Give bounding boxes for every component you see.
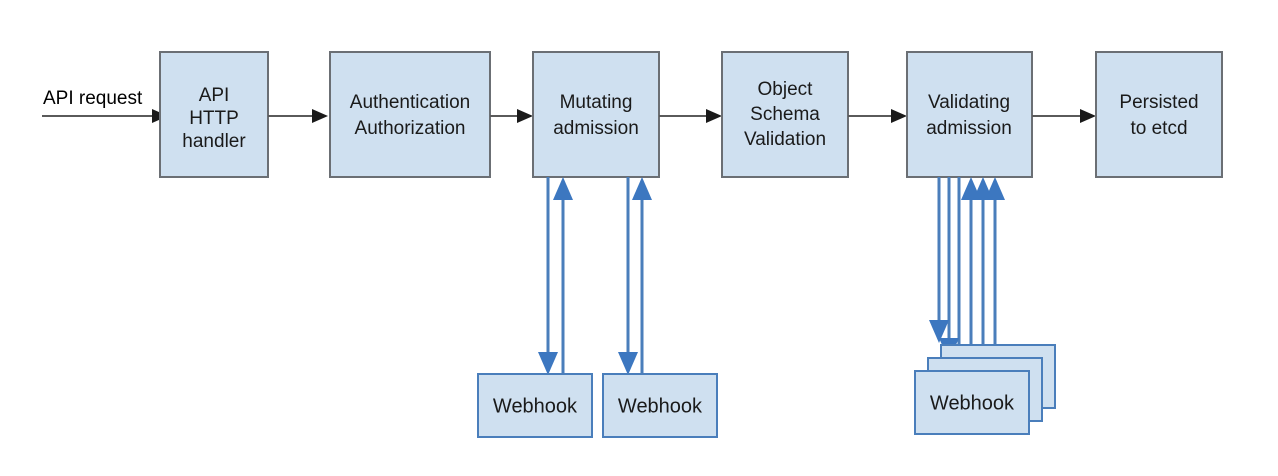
- mutating-webhook-2-arrows: [618, 177, 652, 375]
- node-persisted-to-etcd-rect[interactable]: [1095, 51, 1223, 178]
- entry-label: API request: [43, 88, 143, 109]
- node-validating-admission-line-1: Validating: [928, 92, 1010, 113]
- node-mutating-admission-rect[interactable]: [532, 51, 660, 178]
- node-persisted-to-etcd-line-1: Persisted: [1119, 92, 1198, 113]
- webhook-box-validating-front-rect[interactable]: [914, 370, 1030, 435]
- connector-mutating-to-schema: [659, 109, 722, 123]
- mutating-webhook-1-up-arrowhead: [553, 177, 573, 200]
- mutating-webhook-2-up-arrowhead: [632, 177, 652, 200]
- node-object-schema-validation-line-2: Schema: [750, 104, 820, 125]
- node-api-http-handler-line-3: handler: [182, 131, 246, 152]
- webhook-box-mutating-2-label: Webhook: [618, 395, 703, 417]
- connector-mutating-to-schema-head: [706, 109, 722, 123]
- connector-validating-to-etcd-head: [1080, 109, 1096, 123]
- webhook-box-mutating-1-label: Webhook: [493, 395, 578, 417]
- webhook-stack-validating[interactable]: Webhook: [914, 344, 1056, 435]
- connector-auth-to-mutating: [490, 109, 533, 123]
- node-api-http-handler-line-2: HTTP: [189, 108, 239, 129]
- node-validating-admission[interactable]: Validating admission: [906, 51, 1033, 178]
- node-api-http-handler-rect[interactable]: [159, 51, 269, 178]
- node-object-schema-validation-line-1: Object: [758, 79, 814, 100]
- node-validating-admission-rect[interactable]: [906, 51, 1033, 178]
- node-authentication-authorization-line-2: Authorization: [355, 118, 466, 139]
- node-persisted-to-etcd-line-2: to etcd: [1130, 118, 1187, 139]
- webhook-box-mutating-2-rect[interactable]: [602, 373, 718, 438]
- validating-webhook-up-arrowhead-3: [985, 177, 1005, 200]
- webhook-box-validating-label: Webhook: [930, 392, 1015, 414]
- webhook-box-mutating-1[interactable]: Webhook: [477, 373, 593, 438]
- node-mutating-admission[interactable]: Mutating admission: [532, 51, 660, 178]
- node-authentication-authorization-rect[interactable]: [329, 51, 491, 178]
- node-object-schema-validation-line-3: Validation: [744, 129, 826, 150]
- node-api-http-handler-line-1: API: [199, 85, 230, 106]
- node-persisted-to-etcd[interactable]: Persisted to etcd: [1095, 51, 1223, 178]
- node-authentication-authorization[interactable]: Authentication Authorization: [329, 51, 491, 178]
- connector-schema-to-validating-head: [891, 109, 907, 123]
- mutating-webhook-1-down-arrowhead: [538, 352, 558, 375]
- connector-schema-to-validating: [848, 109, 907, 123]
- connector-validating-to-etcd: [1032, 109, 1096, 123]
- node-api-http-handler[interactable]: API HTTP handler: [159, 51, 269, 178]
- mutating-webhook-1-arrows: [538, 177, 573, 375]
- mutating-webhook-2-down-arrowhead: [618, 352, 638, 375]
- connector-auth-to-mutating-head: [517, 109, 533, 123]
- webhook-box-mutating-2[interactable]: Webhook: [602, 373, 718, 438]
- node-mutating-admission-line-1: Mutating: [560, 92, 633, 113]
- node-authentication-authorization-line-1: Authentication: [350, 92, 470, 113]
- webhook-box-mutating-1-rect[interactable]: [477, 373, 593, 438]
- node-mutating-admission-line-2: admission: [553, 118, 639, 139]
- validating-webhook-down-arrowhead-3: [929, 320, 949, 343]
- node-object-schema-validation[interactable]: Object Schema Validation: [721, 51, 849, 178]
- entry-arrow-group: [42, 109, 168, 123]
- connector-handler-to-auth-head: [312, 109, 328, 123]
- validating-webhook-up-arrows: [961, 177, 1005, 378]
- node-validating-admission-line-2: admission: [926, 118, 1012, 139]
- connector-handler-to-auth: [268, 109, 328, 123]
- node-object-schema-validation-rect[interactable]: [721, 51, 849, 178]
